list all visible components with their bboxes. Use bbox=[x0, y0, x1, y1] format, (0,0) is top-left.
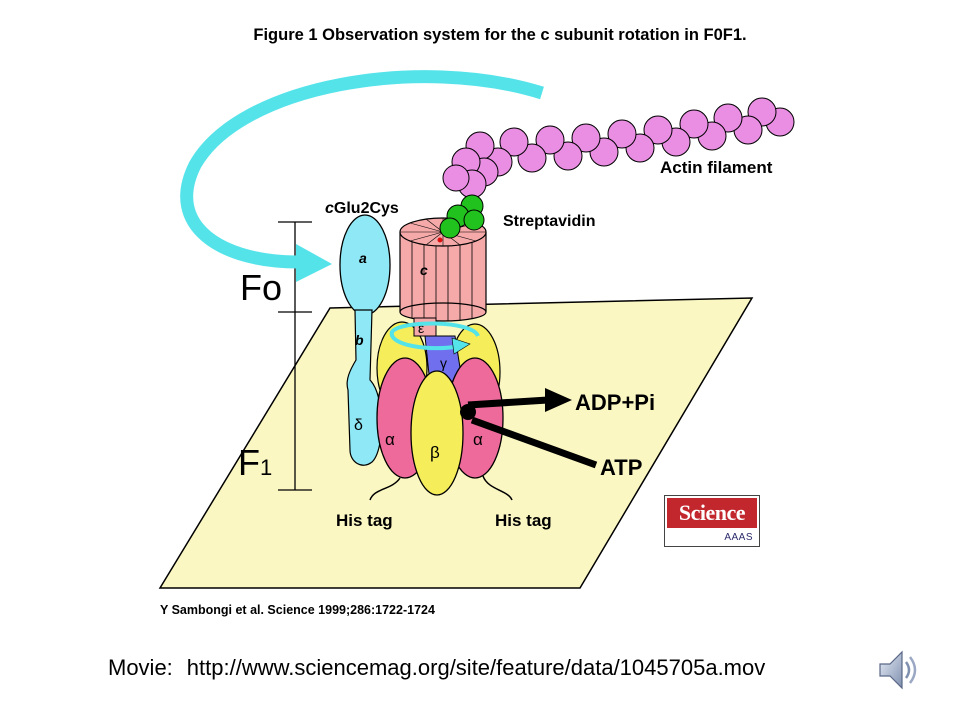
epsilon-label: ε bbox=[418, 320, 424, 336]
gamma-rotation-arrowhead bbox=[451, 337, 471, 355]
gamma-rotation-arrow bbox=[389, 321, 480, 351]
figure-title: Figure 1 Observation system for the c su… bbox=[253, 26, 747, 44]
alpha-right-label: α bbox=[473, 430, 483, 449]
gamma-label: γ bbox=[440, 355, 447, 371]
science-logo: Science AAAS bbox=[664, 495, 760, 547]
subunit-c-label: c bbox=[420, 262, 428, 278]
adp-pi-label: ADP+Pi bbox=[575, 390, 655, 415]
his-tag-right-label: His tag bbox=[495, 511, 552, 530]
streptavidin bbox=[439, 194, 485, 239]
his-tag-left-line bbox=[369, 477, 401, 501]
subunit-a-label: a bbox=[359, 250, 367, 266]
adp-arrow-line bbox=[467, 396, 549, 409]
rotation-arrowhead bbox=[296, 244, 332, 282]
his-tag-left-label: His tag bbox=[336, 511, 393, 530]
beta-label: β bbox=[430, 443, 440, 462]
his-tag-right-line bbox=[482, 475, 513, 501]
science-logo-text: Science bbox=[667, 498, 757, 528]
actin-label: Actin filament bbox=[660, 158, 773, 177]
cglu2cys-label: cGlu2Cys bbox=[325, 200, 399, 217]
streptavidin-label: Streptavidin bbox=[503, 213, 595, 230]
citation: Y Sambongi et al. Science 1999;286:1722-… bbox=[160, 603, 435, 617]
rotation-arrow bbox=[180, 70, 544, 269]
atp-line bbox=[470, 416, 598, 469]
fo-label: Fo bbox=[240, 267, 282, 308]
movie-line: Movie: http://www.sciencemag.org/site/fea… bbox=[108, 655, 765, 681]
actin-filament bbox=[442, 97, 795, 199]
adp-arrowhead bbox=[545, 388, 572, 412]
movie-label: Movie: bbox=[108, 655, 173, 680]
beta-subunit-front bbox=[410, 370, 464, 496]
atp-label: ATP bbox=[600, 455, 642, 480]
speaker-icon[interactable] bbox=[874, 646, 922, 694]
alpha-left-label: α bbox=[385, 430, 395, 449]
biotin-mark bbox=[437, 237, 443, 243]
f1-label: F1 bbox=[238, 442, 272, 483]
subunit-b-label: b bbox=[355, 332, 364, 348]
aaas-logo-text: AAAS bbox=[724, 532, 753, 543]
delta-label: δ bbox=[354, 417, 363, 434]
movie-link[interactable]: http://www.sciencemag.org/site/feature/d… bbox=[186, 655, 766, 680]
